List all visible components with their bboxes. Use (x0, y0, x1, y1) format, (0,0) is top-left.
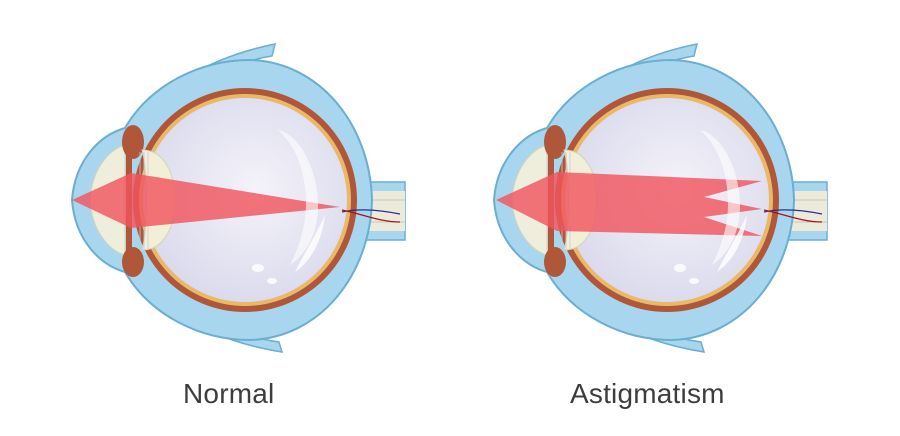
light-beam-split (496, 172, 762, 236)
caption-normal: Normal (183, 378, 275, 409)
astigmatism-eye-panel (422, 0, 872, 436)
normal-eye-panel: Normal (70, 43, 406, 409)
retinal-vessels (763, 209, 823, 223)
reflection-highlights (252, 130, 325, 284)
reflection-highlights (674, 130, 747, 284)
astigmatism-eye-illustration (492, 43, 828, 353)
normal-eye-illustration (70, 43, 406, 353)
caption-astigmatism: Astigmatism (570, 378, 725, 409)
retinal-vessels (341, 209, 401, 223)
light-beam (72, 173, 340, 228)
